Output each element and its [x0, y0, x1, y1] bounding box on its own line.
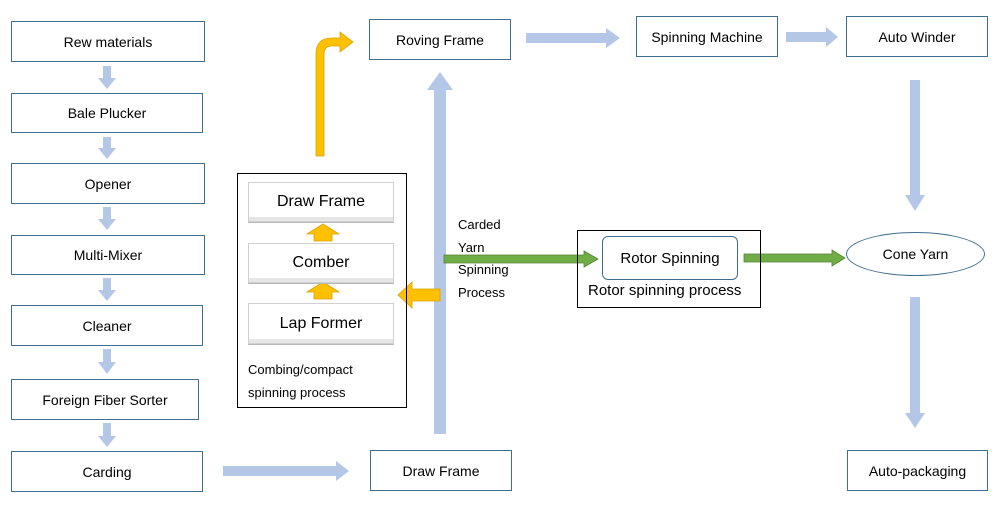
arrow-roving-to-spinning	[526, 28, 620, 48]
arrow-split-to-lapformer	[397, 281, 441, 309]
arrow-down-6	[98, 423, 116, 447]
arrow-down-5	[98, 349, 116, 374]
arrow-drawframe-to-roving	[427, 72, 453, 434]
carding-box: Carding	[11, 451, 203, 492]
comber-box: Comber	[248, 243, 394, 283]
arrow-spinning-to-winder	[786, 27, 838, 47]
arrow-down-3	[98, 207, 116, 230]
cone-yarn-ellipse: Cone Yarn	[846, 232, 985, 276]
rotor-process-frame	[577, 230, 761, 308]
combing-draw-frame-box: Draw Frame	[248, 182, 394, 222]
opener-box: Opener	[11, 163, 205, 204]
cleaner-box: Cleaner	[11, 305, 203, 346]
arrow-down-1	[98, 66, 116, 89]
auto-winder-box: Auto Winder	[846, 16, 988, 57]
arrow-lapformer-to-comber	[305, 281, 341, 300]
multi-mixer-box: Multi-Mixer	[11, 235, 205, 275]
bale-plucker-box: Bale Plucker	[11, 93, 203, 133]
arrow-cone-to-packaging	[905, 297, 925, 428]
raw-materials-box: Rew materials	[11, 21, 205, 62]
carded-label-line3: Spinning	[458, 262, 509, 277]
rotor-caption: Rotor spinning process	[588, 282, 742, 299]
lap-former-box: Lap Former	[248, 303, 394, 344]
carded-label-line4: Process	[458, 285, 505, 300]
draw-frame-bottom-box: Draw Frame	[370, 450, 512, 491]
auto-packaging-box: Auto-packaging	[847, 450, 988, 491]
arrow-carded-to-rotor	[443, 250, 599, 268]
roving-frame-box: Roving Frame	[369, 19, 511, 60]
carded-label-line1: Carded	[458, 217, 501, 232]
combing-caption-line1: Combing/compact	[248, 362, 353, 377]
arrow-combing-to-roving	[315, 31, 354, 157]
arrow-rotor-to-cone	[743, 249, 846, 267]
arrow-comber-to-drawframe	[305, 223, 341, 242]
arrow-down-2	[98, 137, 116, 159]
foreign-fiber-sorter-box: Foreign Fiber Sorter	[11, 379, 199, 420]
arrow-winder-to-cone	[905, 80, 925, 211]
arrow-down-4	[98, 278, 116, 301]
spinning-machine-box: Spinning Machine	[636, 16, 778, 57]
combing-process-frame	[237, 173, 407, 408]
rotor-spinning-box: Rotor Spinning	[602, 236, 738, 280]
carded-label-line2: Yarn	[458, 240, 485, 255]
arrow-carding-to-drawframe	[223, 461, 349, 481]
combing-caption-line2: spinning process	[248, 385, 346, 400]
